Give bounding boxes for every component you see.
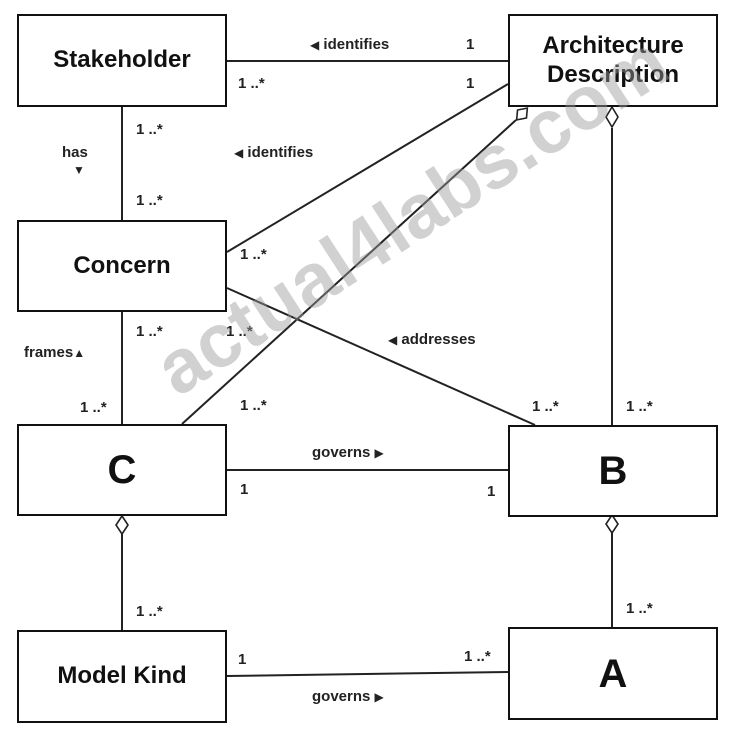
multiplicity-concern-ad-ad: 1 [466, 75, 475, 92]
multiplicity-mk-a-mk: 1 [238, 651, 247, 668]
multiplicity-frames-top: 1 ..* [136, 323, 163, 340]
identifies-label-mid: ◀ identifies [234, 145, 313, 160]
identifies-text-top: identifies [323, 36, 390, 53]
multiplicity-has-top: 1 ..* [136, 121, 163, 138]
a-label: A [598, 651, 628, 696]
governs-text-cb: governs [312, 444, 371, 461]
multiplicity-c-ad: 1 ..* [240, 397, 267, 414]
multiplicity-addresses-b: 1 ..* [532, 398, 559, 415]
c-label: C [107, 448, 137, 492]
right-arrow-icon: ▶ [374, 446, 384, 460]
model-kind-label: Model Kind [57, 662, 187, 690]
aggregation-diamond-b [605, 513, 619, 535]
multiplicity-sh-ad-ad: 1 [466, 36, 475, 53]
a-box: A [508, 627, 718, 720]
multiplicity-sh-ad-sh: 1 ..* [238, 75, 265, 92]
identifies-label-top: ◀ identifies [310, 37, 389, 52]
stakeholder-label: Stakeholder [53, 46, 191, 74]
governs-label-mka: governs ▶ [312, 689, 384, 704]
multiplicity-governs-c: 1 [240, 481, 249, 498]
architecture-description-label-line1: Architecture [542, 31, 684, 59]
line-modelkind-a [226, 671, 509, 677]
frames-label: frames▲ [24, 345, 85, 360]
has-text: has [62, 144, 88, 161]
addresses-text: addresses [401, 331, 476, 348]
governs-text-mka: governs [312, 688, 371, 705]
multiplicity-c-mk: 1 ..* [136, 603, 163, 620]
model-kind-box: Model Kind [17, 630, 227, 723]
identifies-text-mid: identifies [247, 144, 314, 161]
multiplicity-frames-bottom: 1 ..* [80, 399, 107, 416]
frames-text: frames [24, 344, 74, 361]
multiplicity-concern-ad-concern: 1 ..* [240, 246, 267, 263]
concern-box: Concern [17, 220, 227, 312]
multiplicity-governs-b: 1 [487, 483, 496, 500]
aggregation-diamond-c [115, 514, 129, 536]
multiplicity-b-a: 1 ..* [626, 600, 653, 617]
up-arrow-icon: ▲ [73, 346, 86, 360]
concern-label: Concern [73, 251, 171, 279]
b-label: B [598, 449, 628, 493]
multiplicity-b-ad: 1 ..* [626, 398, 653, 415]
left-arrow-icon: ◀ [234, 146, 244, 160]
multiplicity-addresses-concern: 1 ..* [226, 323, 253, 340]
governs-label-cb: governs ▶ [312, 445, 384, 460]
line-concern-b [226, 287, 536, 426]
aggregation-diamond-ad-b [605, 105, 619, 129]
left-arrow-icon: ◀ [388, 333, 398, 347]
down-arrow-icon: ▼ [72, 163, 85, 177]
addresses-label: ◀ addresses [388, 332, 476, 347]
aggregation-diamond-ad-c [515, 107, 529, 121]
left-arrow-icon: ◀ [310, 38, 320, 52]
architecture-description-label-line2: Description [546, 60, 680, 88]
c-box: C [17, 424, 227, 516]
b-box: B [508, 425, 718, 517]
has-label: has ▼ [62, 145, 88, 176]
line-c-ad [181, 119, 517, 425]
right-arrow-icon: ▶ [374, 690, 384, 704]
architecture-description-box: Architecture Description [508, 14, 718, 107]
line-concern-ad [226, 83, 509, 253]
multiplicity-mk-a-a: 1 ..* [464, 648, 491, 665]
stakeholder-box: Stakeholder [17, 14, 227, 107]
multiplicity-has-bottom: 1 ..* [136, 192, 163, 209]
